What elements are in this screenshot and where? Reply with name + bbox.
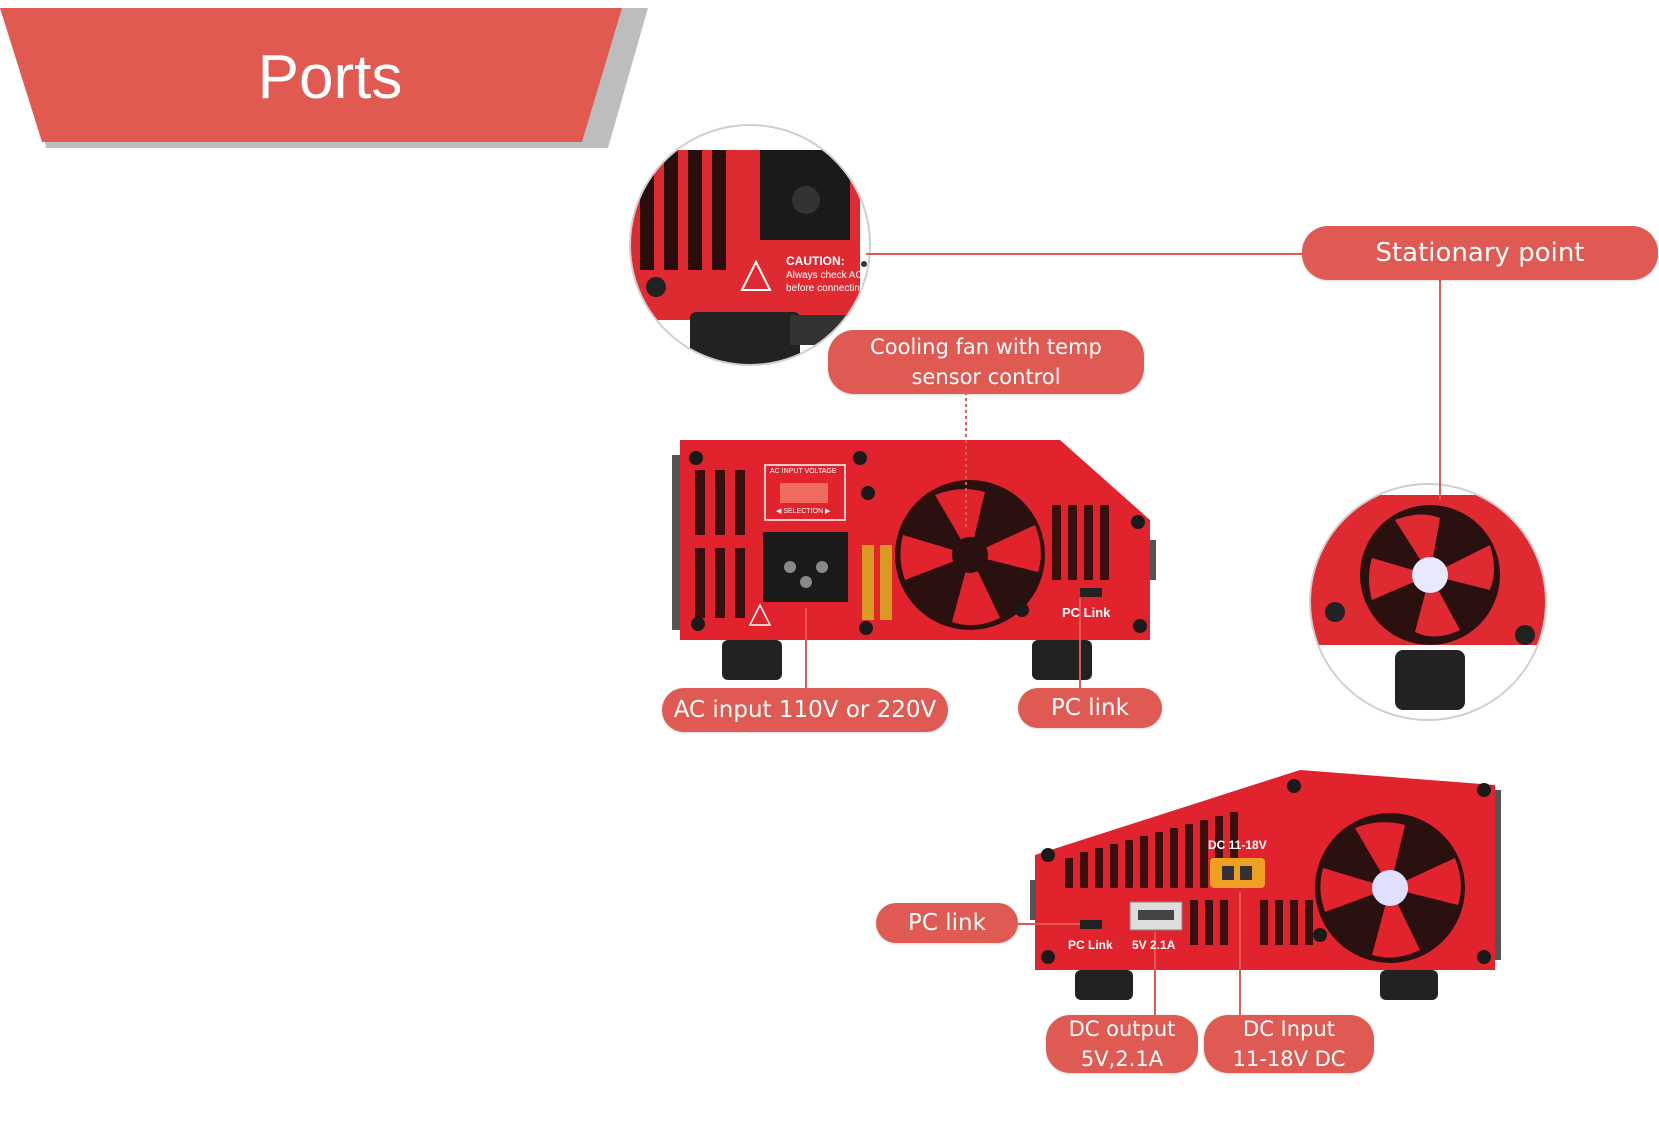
callout-dc-input: DC Input 11-18V DC <box>1204 1015 1374 1073</box>
page-title: Ports <box>257 43 403 112</box>
zoom-circle-caution <box>630 125 870 365</box>
header-banner <box>0 8 648 148</box>
caution-title: CAUTION: <box>786 254 845 268</box>
callout-dc-output-line1: DC output <box>1068 1017 1176 1041</box>
callout-ac-input-text: AC input 110V or 220V <box>673 697 937 723</box>
usb-port-label: 5V 2.1A <box>1132 938 1176 952</box>
ac-voltage-label: AC INPUT VOLTAGE <box>770 468 837 475</box>
device-side-view <box>672 440 1156 680</box>
callout-stationary-point-text: Stationary point <box>1375 238 1585 268</box>
callout-dc-input-line2: 11-18V DC <box>1232 1047 1346 1071</box>
callout-ac-input: AC input 110V or 220V <box>662 688 948 732</box>
callout-cooling-fan-line1: Cooling fan with temp <box>870 335 1102 359</box>
callout-dc-output-line2: 5V,2.1A <box>1080 1047 1164 1071</box>
callout-pc-link-side: PC link <box>1018 688 1162 728</box>
callout-dc-output: DC output 5V,2.1A <box>1046 1015 1198 1073</box>
device-rear-view <box>1030 770 1501 1000</box>
pc-link-port-label: PC Link <box>1062 605 1111 620</box>
zoom-circle-fan <box>1310 484 1546 720</box>
callout-stationary-point: Stationary point <box>1302 226 1658 280</box>
caution-line1: Always check AC <box>786 270 863 281</box>
callout-cooling-fan: Cooling fan with temp sensor control <box>828 330 1144 394</box>
caution-line2: before connecting <box>786 283 866 294</box>
selection-label: ◀ SELECTION ▶ <box>776 508 831 515</box>
rear-pc-link-port-label: PC Link <box>1068 938 1113 952</box>
dc-port-label: DC 11-18V <box>1208 838 1267 852</box>
callout-pc-link-rear: PC link <box>876 903 1018 943</box>
callout-cooling-fan-line2: sensor control <box>911 365 1061 389</box>
callout-pc-link-rear-text: PC link <box>908 910 986 936</box>
callout-pc-link-side-text: PC link <box>1051 695 1129 721</box>
callout-dc-input-line1: DC Input <box>1243 1017 1335 1041</box>
leader-lines <box>805 253 1441 1015</box>
